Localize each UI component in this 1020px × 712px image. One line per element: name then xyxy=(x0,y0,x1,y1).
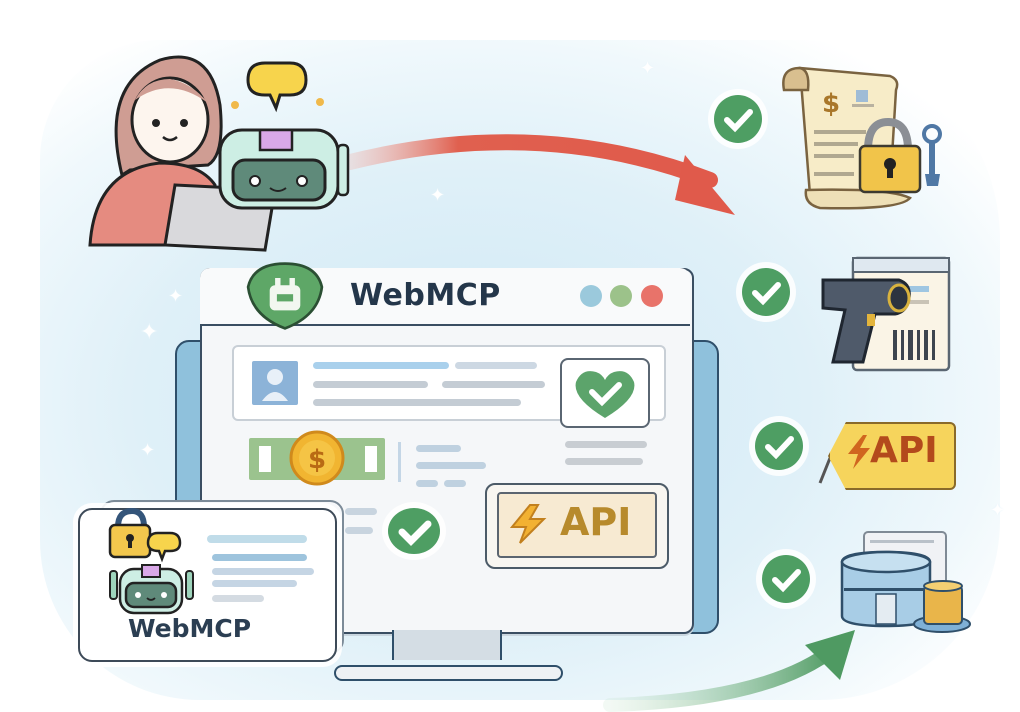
heart-check-icon xyxy=(575,371,635,418)
text-line xyxy=(565,458,643,465)
sparkle-icon: ✦ xyxy=(430,185,446,206)
person-with-laptop-illustration xyxy=(88,55,350,252)
red-arrow-icon xyxy=(342,134,735,215)
lightning-icon xyxy=(848,435,870,469)
sparkle-icon: ✦ xyxy=(990,500,1006,521)
monitor-base xyxy=(334,665,563,681)
sparkle-icon: ✦ xyxy=(140,440,156,461)
text-line xyxy=(565,441,647,448)
check-icon xyxy=(388,508,440,554)
sparkle-icon: ✦ xyxy=(168,286,184,307)
sparkle-icon: ✦ xyxy=(640,58,656,79)
text-line xyxy=(442,381,545,388)
api-tag-icon xyxy=(828,422,956,490)
check-icon xyxy=(742,268,790,316)
check-icon xyxy=(714,95,762,143)
webmcp-shield-logo-icon xyxy=(246,262,324,330)
svg-text:$: $ xyxy=(822,89,840,119)
window-dot-green[interactable] xyxy=(610,285,632,307)
window-dot-red[interactable] xyxy=(641,285,663,307)
barcode-scanner-icon xyxy=(821,256,951,372)
card-title: WebMCP xyxy=(128,614,252,643)
lightning-icon xyxy=(509,504,547,544)
text-line xyxy=(345,508,377,515)
text-line xyxy=(345,527,373,534)
text-line xyxy=(416,445,461,452)
text-line xyxy=(416,462,486,469)
text-line xyxy=(212,568,314,575)
text-line xyxy=(313,399,521,406)
text-line xyxy=(207,535,307,543)
svg-text:$: $ xyxy=(308,445,326,475)
database-icon xyxy=(840,531,971,633)
text-line xyxy=(212,554,307,561)
text-line xyxy=(444,480,466,487)
robot-lock-icon xyxy=(108,507,194,615)
api-tag-label: API xyxy=(870,430,938,471)
green-arrow-icon xyxy=(603,630,855,712)
text-line xyxy=(212,595,264,602)
check-icon xyxy=(755,422,803,470)
contract-lock-icon: $ xyxy=(782,66,942,210)
api-label: API xyxy=(560,500,632,544)
user-avatar-icon xyxy=(252,361,298,405)
text-line xyxy=(212,580,297,587)
monitor-stand xyxy=(392,630,502,660)
sparkle-icon: ✦ xyxy=(140,320,159,345)
app-title: WebMCP xyxy=(350,278,501,313)
money-coin-icon: $ xyxy=(249,430,385,486)
text-line xyxy=(455,362,537,369)
tag-string-icon xyxy=(818,457,832,484)
window-dot-blue[interactable] xyxy=(580,285,602,307)
text-line xyxy=(313,362,449,369)
verified-heart-button[interactable] xyxy=(560,358,650,428)
check-icon xyxy=(762,555,810,603)
divider xyxy=(398,442,401,482)
text-line xyxy=(313,381,428,388)
text-line xyxy=(416,480,438,487)
